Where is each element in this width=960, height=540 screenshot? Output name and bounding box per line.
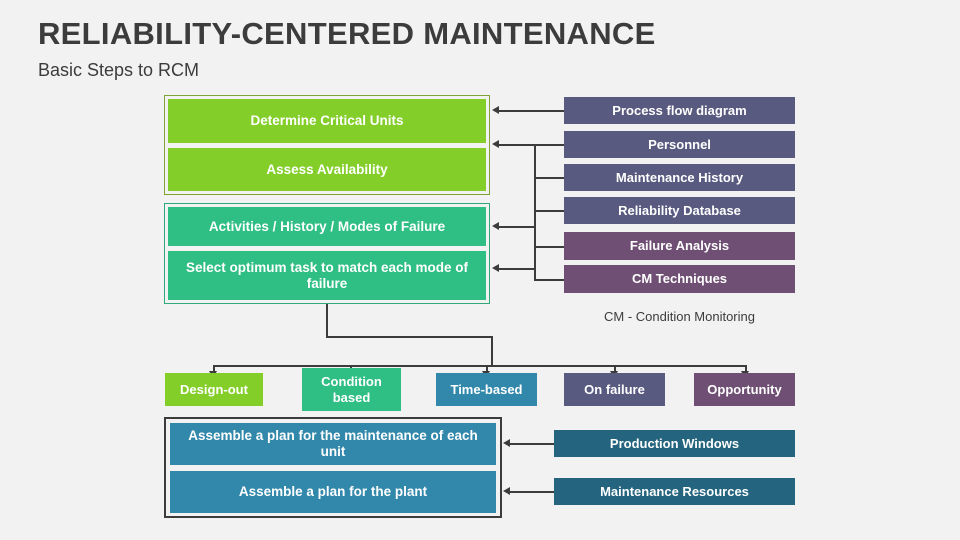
input-reliability-database[interactable]: Reliability Database	[564, 197, 795, 224]
resource-production-windows[interactable]: Production Windows	[554, 430, 795, 457]
strategy-on-failure[interactable]: On failure	[564, 373, 665, 406]
page-subtitle: Basic Steps to RCM	[38, 60, 200, 80]
connector-arrow-icon	[492, 264, 499, 272]
connector-line	[499, 268, 534, 270]
connector-line	[499, 144, 534, 146]
connector-line	[534, 246, 564, 248]
connector-line	[213, 365, 745, 367]
input-failure-analysis[interactable]: Failure Analysis	[564, 232, 795, 260]
step-assemble-plan-for-plant[interactable]: Assemble a plan for the plant	[170, 471, 496, 513]
connector-line	[534, 210, 564, 212]
input-maintenance-history[interactable]: Maintenance History	[564, 164, 795, 191]
connector-line	[614, 365, 616, 373]
connector-line	[534, 210, 536, 227]
connector-line	[745, 365, 747, 373]
connector-line	[510, 491, 554, 493]
connector-arrow-icon	[492, 222, 499, 230]
input-personnel[interactable]: Personnel	[564, 131, 795, 158]
connector-line	[326, 336, 492, 338]
step-activities-history-modes-of-failure[interactable]: Activities / History / Modes of Failure	[168, 207, 486, 246]
strategy-time-based[interactable]: Time-based	[436, 373, 537, 406]
connector-line	[534, 144, 564, 146]
connector-line	[326, 304, 328, 336]
page-title: RELIABILITY-CENTERED MAINTENANCE	[38, 16, 656, 51]
connector-line	[499, 226, 534, 228]
step-assess-availability[interactable]: Assess Availability	[168, 148, 486, 191]
strategy-opportunity[interactable]: Opportunity	[694, 373, 795, 406]
connector-arrow-icon	[492, 106, 499, 114]
connector-line	[534, 177, 564, 179]
connector-arrow-icon	[492, 140, 499, 148]
connector-arrow-icon	[503, 487, 510, 495]
connector-line	[486, 365, 488, 373]
input-process-flow-diagram[interactable]: Process flow diagram	[564, 97, 795, 124]
step-select-optimum-task[interactable]: Select optimum task to match each mode o…	[168, 251, 486, 300]
resource-maintenance-resources[interactable]: Maintenance Resources	[554, 478, 795, 505]
connector-line	[534, 246, 536, 280]
connector-line	[534, 279, 564, 281]
connector-line	[499, 110, 564, 112]
step-assemble-plan-maintenance-each-unit[interactable]: Assemble a plan for the maintenance of e…	[170, 423, 496, 465]
connector-line	[510, 443, 554, 445]
connector-line	[213, 365, 215, 373]
strategy-condition-based[interactable]: Condition based	[302, 368, 401, 411]
step-determine-critical-units[interactable]: Determine Critical Units	[168, 99, 486, 143]
connector-line	[491, 336, 493, 366]
strategy-design-out[interactable]: Design-out	[165, 373, 263, 406]
connector-arrow-icon	[503, 439, 510, 447]
cm-footnote: CM - Condition Monitoring	[603, 309, 755, 324]
input-cm-techniques[interactable]: CM Techniques	[564, 265, 795, 293]
